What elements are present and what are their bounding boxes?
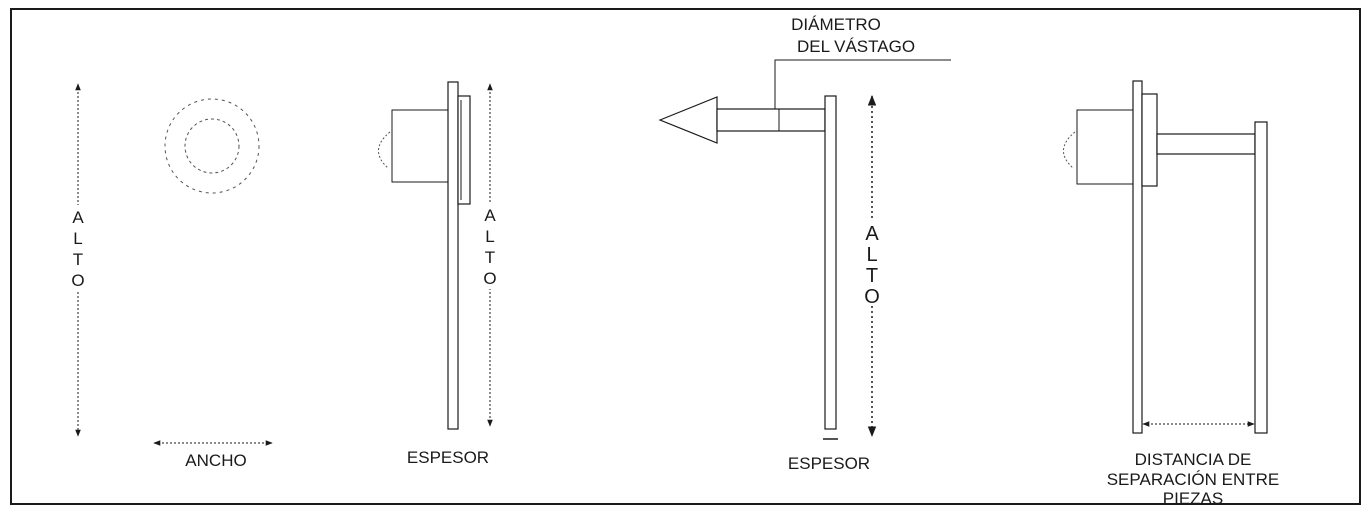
backing-plate [457, 95, 471, 205]
knob-body [1076, 109, 1134, 185]
stem-label-line2: DEL VÁSTAGO [797, 37, 915, 56]
height-letter-a: A [484, 206, 496, 225]
front-view-panel: A L T O ANCHO [66, 83, 273, 470]
stem-view-panel: DIÁMETRO DEL VÁSTAGO A L T O ESPESOR [658, 15, 951, 473]
height-letter-t: T [485, 248, 495, 267]
second-piece-plate [1254, 121, 1268, 434]
gap-label-line3: PIEZAS [1163, 489, 1223, 508]
spacing-view-panel: DISTANCIA DE SEPARACIÓN ENTRE PIEZAS [1063, 80, 1280, 508]
gap-label-line2: SEPARACIÓN ENTRE [1107, 470, 1280, 489]
stem-label-line1: DIÁMETRO [791, 15, 881, 34]
thickness-label: ESPESOR [788, 454, 870, 473]
height-letter-a: A [72, 208, 84, 227]
knob-body [391, 109, 449, 183]
width-label: ANCHO [185, 451, 246, 470]
knob-curve [378, 131, 391, 169]
height-letter-o: O [864, 286, 880, 308]
backing-plate [1141, 93, 1158, 187]
connecting-stem [1156, 133, 1256, 155]
panel-plate [1132, 80, 1143, 434]
height-label-backing [478, 203, 502, 289]
height-letter-l: L [485, 227, 494, 246]
height-letter-t: T [866, 265, 878, 287]
diagram-frame [10, 8, 1361, 505]
arrow-head [658, 96, 718, 144]
thickness-label: ESPESOR [407, 448, 489, 467]
height-label-backing [858, 220, 886, 306]
stem-shaft [716, 108, 826, 132]
knob-inner-circle [184, 118, 240, 174]
panel-plate [447, 81, 459, 430]
height-letter-o: O [71, 271, 84, 290]
gap-label-line1: DISTANCIA DE [1135, 450, 1252, 469]
height-letter-l: L [73, 229, 82, 248]
height-label-backing [66, 205, 90, 291]
knob-outer-circle [164, 98, 260, 194]
height-letter-a: A [865, 223, 879, 245]
height-letter-t: T [73, 250, 83, 269]
panel-plate [824, 95, 837, 430]
knob-curve [1063, 131, 1076, 169]
side-view-panel: A L T O ESPESOR [378, 81, 502, 467]
height-letter-l: L [866, 244, 877, 266]
height-letter-o: O [483, 269, 496, 288]
stem-label-leader [774, 59, 951, 130]
